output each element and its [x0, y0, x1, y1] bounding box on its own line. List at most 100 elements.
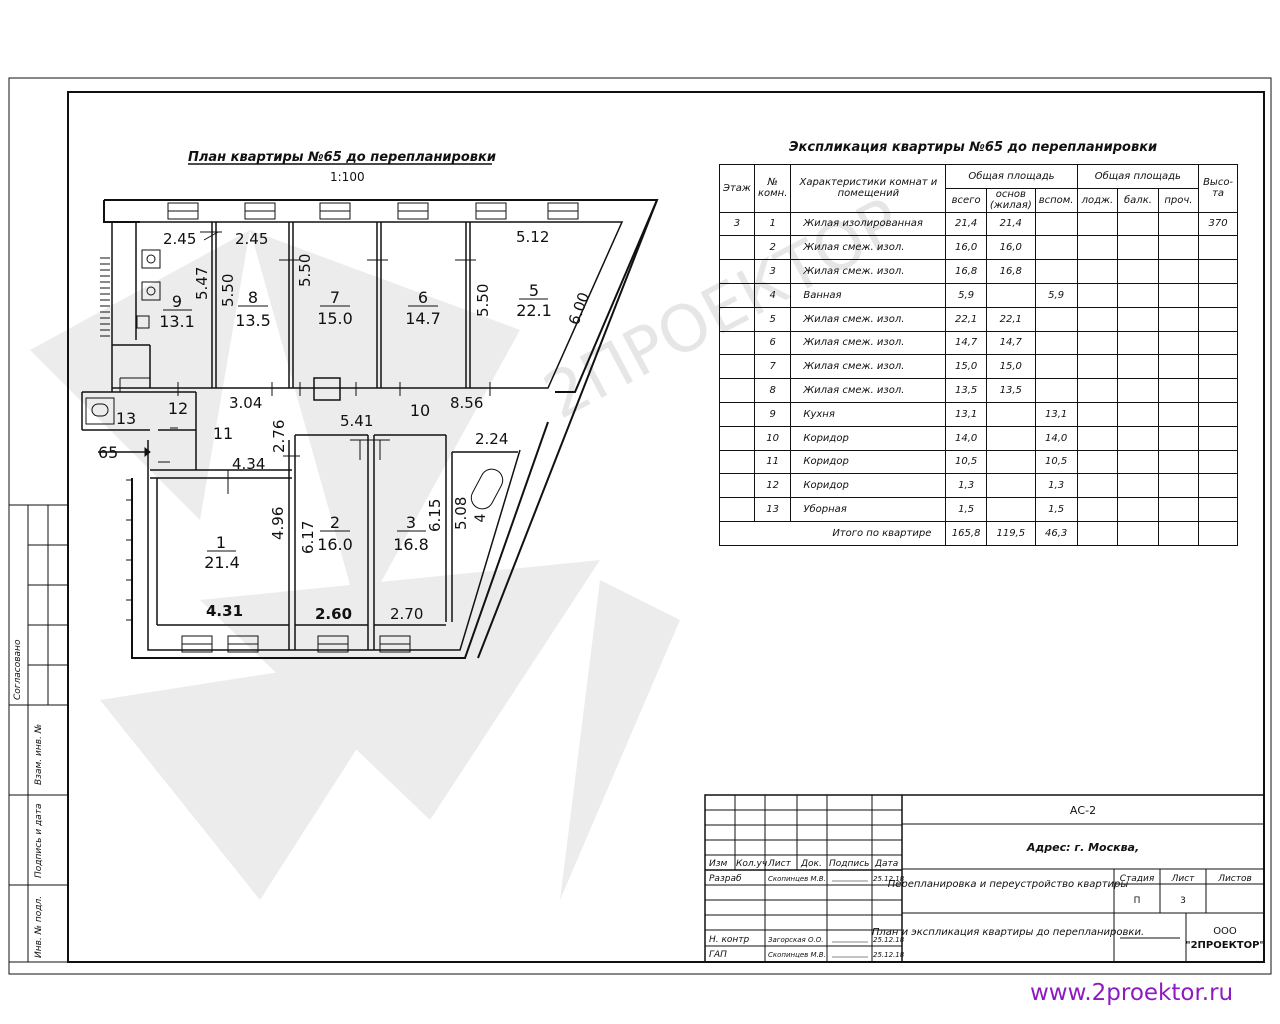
table-cell: [1076, 354, 1119, 380]
table-cell: [1198, 425, 1238, 451]
th-total: всего: [945, 187, 987, 213]
tb-role-razrab: Разраб: [709, 874, 742, 884]
dim-8-56: 8.56: [450, 394, 483, 412]
table-cell: 1,5: [1034, 497, 1078, 522]
table-cell: [1198, 354, 1238, 380]
dim-3-04: 3.04: [229, 394, 262, 412]
table-cell: 1: [753, 211, 792, 237]
table-cell: [1076, 330, 1119, 356]
dimensions: 2.45 2.45 5.12 5.47 5.50 5.50 5.50 6.00 …: [163, 228, 593, 623]
th-room-no: № комн.: [753, 164, 792, 213]
table-cell: 4: [753, 282, 792, 308]
dim-2-60: 2.60: [315, 605, 352, 623]
room-5-num: 5: [529, 281, 539, 300]
dim-4-96: 4.96: [269, 507, 287, 540]
table-cell: 14,7: [985, 330, 1036, 356]
title-block-text: Изм Кол.уч Лист Док. Подпись Дата Разраб…: [709, 804, 1265, 960]
room-8-area: 13.5: [235, 311, 271, 330]
dim-5-47: 5.47: [193, 267, 211, 300]
tb-name-gap: Скопинцев М.В.: [768, 951, 826, 959]
table-cell: [1076, 259, 1119, 284]
website-link[interactable]: www.2proektor.ru: [1030, 980, 1234, 1006]
table-cell: [1034, 235, 1078, 261]
table-cell: [1117, 259, 1159, 284]
table-cell: [719, 401, 755, 427]
tb-sheet-label: Лист: [1171, 874, 1196, 884]
table-cell: 14,0: [1034, 425, 1078, 451]
table-cell: [1034, 211, 1078, 237]
tb-date-nkontr: 25.12.18: [873, 936, 905, 944]
tb-name-razrab: Скопинцев М.В.: [768, 875, 826, 883]
table-cell: [1034, 259, 1078, 284]
table-cell: 10: [753, 425, 792, 451]
table-cell: 14,0: [945, 425, 987, 451]
table-cell: [1198, 235, 1238, 261]
table-cell: [1157, 425, 1200, 451]
table-cell: 7: [753, 354, 792, 380]
table-cell: [1076, 425, 1119, 451]
table-cell: 13,1: [1034, 401, 1078, 427]
tb-sheets-label: Листов: [1217, 874, 1252, 884]
dim-5-12: 5.12: [516, 228, 549, 246]
table-cell: 10,5: [1034, 449, 1078, 475]
table-cell: Жилая смеж. изол.: [790, 306, 947, 332]
dim-5-50-b: 5.50: [296, 254, 314, 287]
table-cell: [1157, 497, 1200, 522]
tb-col-podpis: Подпись: [829, 859, 869, 869]
side-stamp: [8, 504, 69, 963]
table-cell: 14,7: [945, 330, 987, 356]
th-aux: вспом.: [1034, 187, 1078, 213]
table-cell: [1157, 330, 1200, 356]
floor-plan: [81, 199, 659, 659]
total-all: 165,8: [945, 520, 987, 546]
table-cell: 1,3: [1034, 473, 1078, 499]
table-cell: [1076, 449, 1119, 475]
tb-company-2: "2ПРОЕКТОР": [1185, 940, 1264, 951]
table-cell: 9: [753, 401, 792, 427]
table-cell: Коридор: [790, 449, 947, 475]
table-cell: [985, 425, 1036, 451]
total-main: 119,5: [985, 520, 1036, 546]
tb-role-gap: ГАП: [709, 950, 727, 960]
tb-address: Адрес: г. Москва,: [1026, 841, 1139, 854]
table-cell: [1157, 259, 1200, 284]
table-cell: [1157, 401, 1200, 427]
table-cell: [1117, 306, 1159, 332]
room-6-area: 14.7: [405, 309, 441, 328]
table-cell: Коридор: [790, 425, 947, 451]
table-cell: Жилая смеж. изол.: [790, 378, 947, 403]
dim-6-17: 6.17: [299, 521, 317, 554]
table-cell: [719, 378, 755, 403]
room-4-num: 4: [473, 513, 489, 522]
table-cell: [1157, 449, 1200, 475]
table-cell: 16,0: [945, 235, 987, 261]
table-cell: [1157, 306, 1200, 332]
table-cell: Коридор: [790, 473, 947, 499]
table-cell: 15,0: [985, 354, 1036, 380]
th-height: Высо- та: [1198, 164, 1238, 213]
table-cell: [1198, 449, 1238, 475]
table-cell: [1076, 306, 1119, 332]
tb-date-razrab: 25.12.18: [873, 875, 905, 883]
table-cell: [1157, 211, 1200, 237]
title-block: [704, 794, 1265, 963]
th-loggia: лодж.: [1076, 187, 1119, 213]
th-balcony: балк.: [1117, 187, 1159, 213]
inv-vzam-label: Взам. инв. №: [34, 724, 44, 785]
table-cell: [1157, 473, 1200, 499]
table-cell: 13,5: [985, 378, 1036, 403]
tb-name-nkontr: Загорская О.О.: [768, 936, 823, 944]
room-2-area: 16.0: [317, 535, 353, 554]
table-cell: [1117, 211, 1159, 237]
table-cell: [1117, 354, 1159, 380]
table-cell: 13,5: [945, 378, 987, 403]
table-cell: [1198, 259, 1238, 284]
table-cell: 8: [753, 378, 792, 403]
plan-scale: 1:100: [330, 170, 365, 184]
room-13-num: 13: [116, 409, 136, 428]
